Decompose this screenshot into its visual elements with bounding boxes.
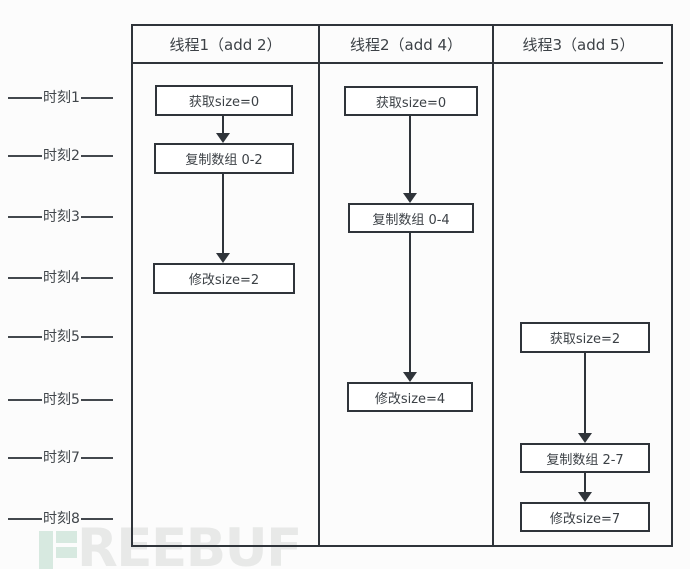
timeline-tick-label: 时刻7 [43,450,80,466]
thread2-step-get-size: 获取size=0 [344,86,478,116]
thread-2-header: 线程2（add 4） [318,26,492,64]
tick-line [8,155,42,157]
tick-line [80,155,113,157]
tick-line [8,97,42,99]
arrow-stem [222,116,224,134]
timeline-tick-4: 时刻4 [8,268,113,288]
freebuf-logo-icon [56,531,77,543]
tick-line [8,457,42,459]
timeline-tick-1: 时刻1 [8,88,113,108]
flow-arrow [216,116,230,143]
thread3-step-copy-array: 复制数组 2-7 [520,443,650,473]
timeline-tick-2: 时刻2 [8,146,113,166]
thread1-step-get-size: 获取size=0 [155,85,293,116]
arrow-head-icon [216,133,230,143]
tick-line [8,216,42,218]
flow-arrow [578,473,592,502]
arrow-stem [409,233,411,373]
timeline-tick-label: 时刻5 [43,392,80,408]
timeline-tick-label: 时刻8 [43,511,80,527]
timeline-tick-5: 时刻5 [8,327,113,347]
arrow-head-icon [403,193,417,203]
tick-line [80,457,113,459]
arrow-stem [584,353,586,434]
timeline-tick-8: 时刻8 [8,509,113,529]
thread3-step-get-size: 获取size=2 [520,322,650,353]
flow-arrow [578,353,592,443]
timeline-tick-label: 时刻1 [43,90,80,106]
flow-arrow [403,116,417,203]
freebuf-logo-icon [39,531,53,569]
timeline-tick-3: 时刻3 [8,207,113,227]
tick-line [8,277,42,279]
arrow-stem [222,174,224,254]
flow-arrow [216,174,230,263]
timeline-tick-label: 时刻3 [43,209,80,225]
thread-table: 线程1（add 2） 线程2（add 4） 线程3（add 5） [131,24,673,547]
arrow-stem [584,473,586,493]
tick-line [80,399,113,401]
flow-arrow [403,233,417,382]
arrow-head-icon [216,253,230,263]
tick-line [80,518,113,520]
timeline-tick-label: 时刻4 [43,270,80,286]
arrow-head-icon [578,433,592,443]
timeline-tick-label: 时刻2 [43,148,80,164]
thread2-step-set-size: 修改size=4 [347,382,473,412]
freebuf-logo-icon [56,547,77,558]
tick-line [8,518,42,520]
tick-line [80,277,113,279]
timeline-tick-label: 时刻5 [43,329,80,345]
thread1-step-copy-array: 复制数组 0-2 [154,143,294,174]
tick-line [80,97,113,99]
tick-line [80,216,113,218]
thread-1-header: 线程1（add 2） [133,26,318,64]
tick-line [8,336,42,338]
arrow-stem [409,116,411,194]
thread3-step-set-size: 修改size=7 [520,502,650,532]
thread1-step-set-size: 修改size=2 [153,263,295,294]
timeline-tick-6: 时刻5 [8,390,113,410]
arrow-head-icon [403,372,417,382]
thread-2-lane [318,64,492,545]
thread2-step-copy-array: 复制数组 0-4 [348,203,474,233]
thread-3-header: 线程3（add 5） [492,26,663,64]
tick-line [8,399,42,401]
tick-line [80,336,113,338]
arrow-head-icon [578,492,592,502]
thread-3-lane [492,64,663,545]
timeline-tick-7: 时刻7 [8,448,113,468]
